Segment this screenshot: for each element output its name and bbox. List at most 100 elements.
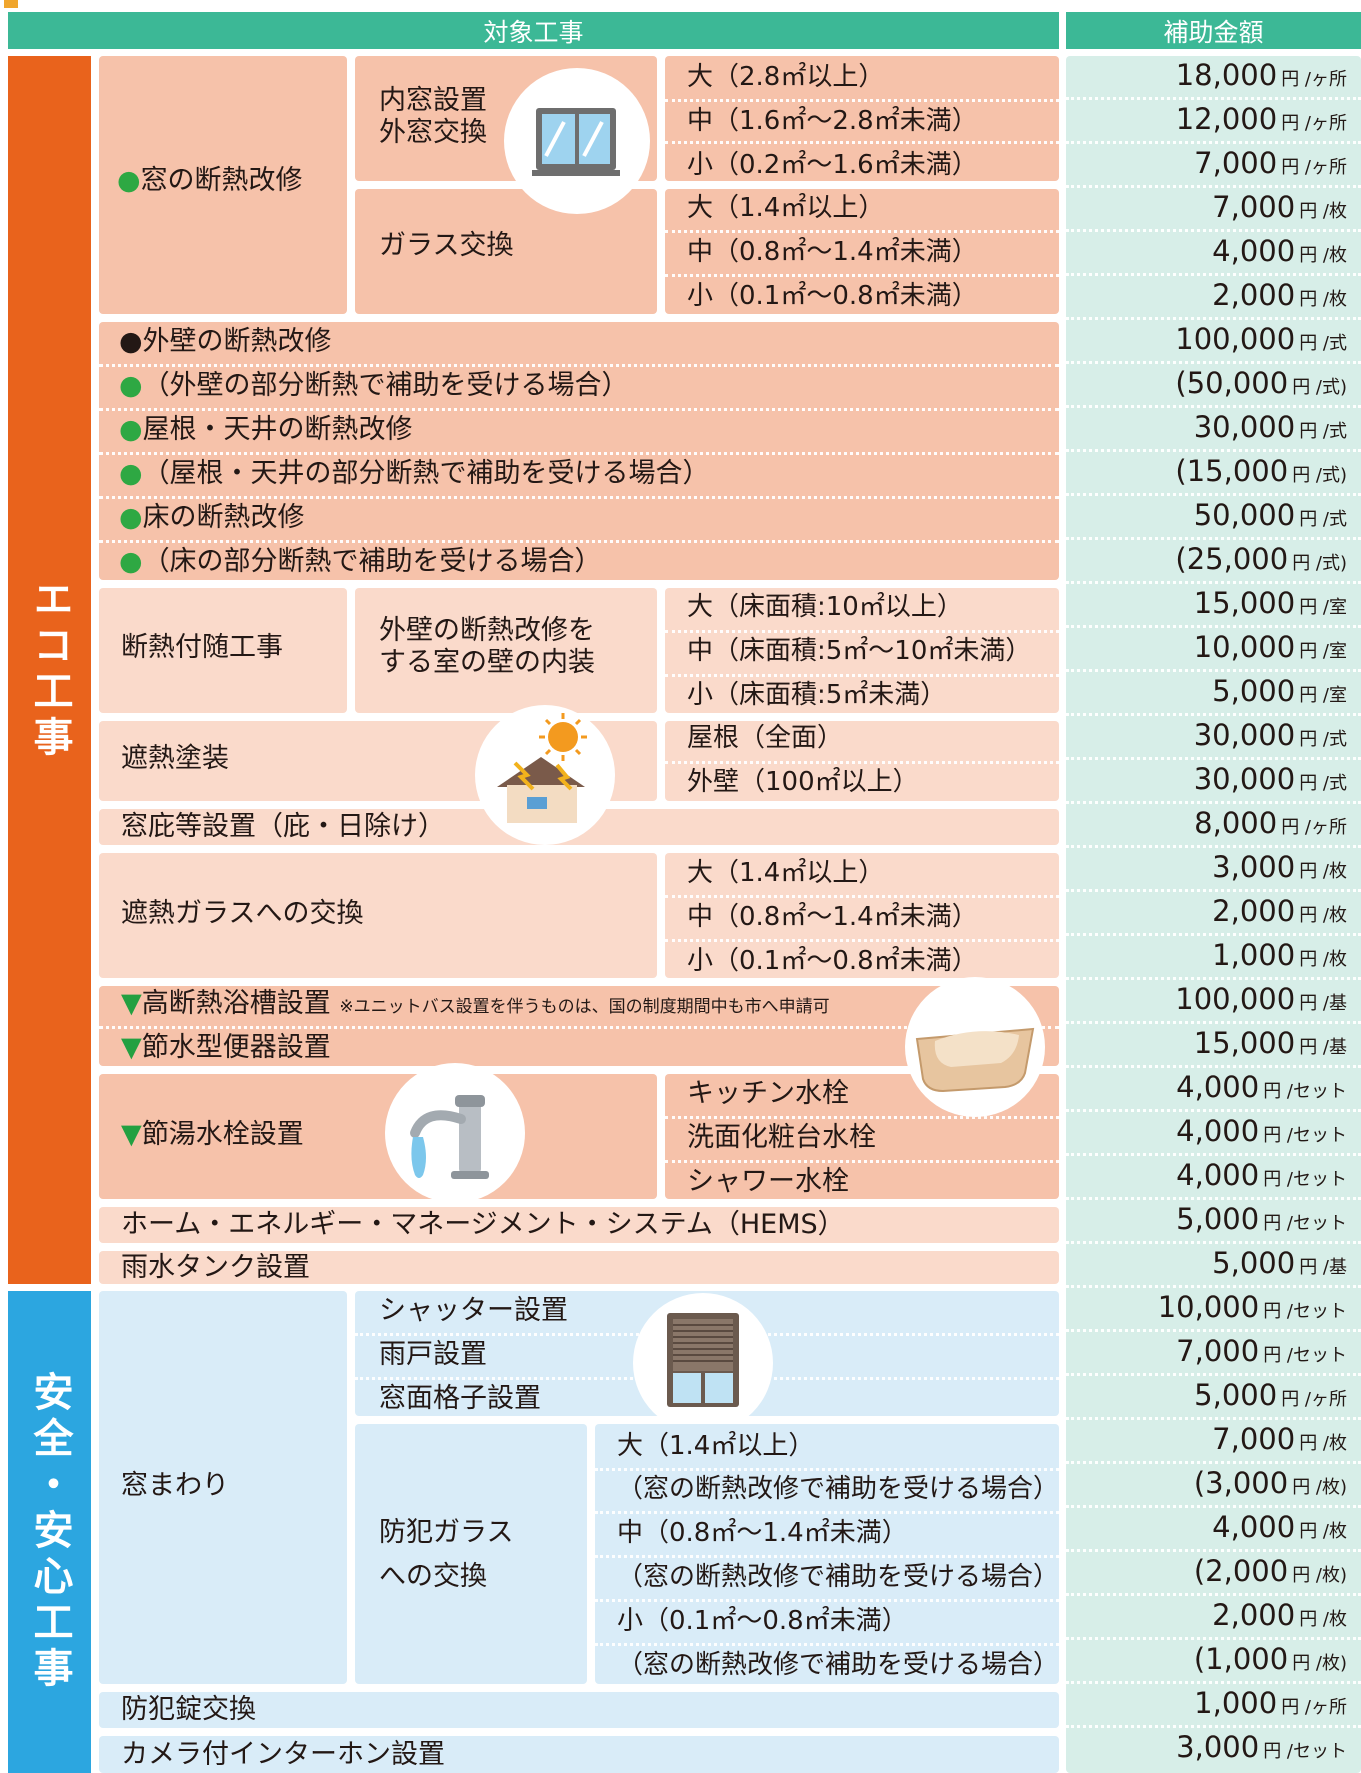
glass-exchange-label: ガラス交換 xyxy=(379,230,514,261)
window-illustration xyxy=(504,68,650,214)
section-marker-icon xyxy=(4,0,18,8)
glass-exchange-cell: ガラス交換 xyxy=(355,189,657,314)
row-separator xyxy=(1066,1505,1361,1508)
row-separator xyxy=(1066,273,1361,276)
row-separator xyxy=(1066,1681,1361,1684)
row-label: 中（1.6㎡〜2.8㎡未満） xyxy=(687,106,978,136)
bathtub-illustration xyxy=(905,977,1045,1117)
row-label: 大（床面積:10㎡以上） xyxy=(687,592,963,622)
row-separator xyxy=(1066,185,1361,188)
rain-tank-cell: 雨水タンク設置 xyxy=(99,1251,1059,1284)
row-separator xyxy=(1066,757,1361,760)
wall-interior-label-1: 外壁の断熱改修を xyxy=(379,615,595,646)
category-safety: 安全・安心工事 xyxy=(8,1291,91,1773)
lock-label: 防犯錠交換 xyxy=(121,1694,256,1725)
row-separator xyxy=(1066,1065,1361,1068)
amado-label: 雨戸設置 xyxy=(379,1339,487,1370)
row-label: シャワー水栓 xyxy=(687,1166,849,1197)
row-label: 大（2.8㎡以上） xyxy=(687,62,885,92)
header-target-works: 対象工事 xyxy=(8,12,1059,49)
row-separator xyxy=(1066,625,1361,628)
heat-paint-detail-cell: 屋根（全面） 外壁（100㎡以上） xyxy=(665,721,1059,801)
faucet-illustration xyxy=(385,1063,525,1203)
crime-glass-cell: 防犯ガラス への交換 xyxy=(355,1424,587,1684)
row-label: 中（0.8㎡〜1.4㎡未満） xyxy=(617,1518,908,1548)
insulation-rows-cell: ●外壁の断熱改修 ●（外壁の部分断熱で補助を受ける場合） ●屋根・天井の断熱改修… xyxy=(99,322,1059,580)
heat-glass-label: 遮熱ガラスへの交換 xyxy=(121,898,364,929)
row-separator xyxy=(1066,1373,1361,1376)
floor-area-cell: 大（床面積:10㎡以上） 中（床面積:5㎡〜10㎡未満） 小（床面積:5㎡未満） xyxy=(665,588,1059,713)
row-separator xyxy=(1066,933,1361,936)
hems-cell: ホーム・エネルギー・マネージメント・システム（HEMS） xyxy=(99,1207,1059,1243)
row-separator xyxy=(1066,1109,1361,1112)
category-eco: エコ工事 xyxy=(8,56,91,1284)
row-separator xyxy=(1066,1593,1361,1596)
house-illustration xyxy=(475,705,615,845)
heat-paint-label: 遮熱塗装 xyxy=(121,743,229,774)
row-separator xyxy=(1066,713,1361,716)
accompanying-works-cell: 断熱付随工事 xyxy=(99,588,347,713)
outer-window-label: 外窓交換 xyxy=(379,117,487,148)
lock-cell: 防犯錠交換 xyxy=(99,1692,1059,1728)
window-area-label: 窓まわり xyxy=(121,1470,229,1501)
row-separator xyxy=(1066,801,1361,804)
crime-glass-size-cell: 大（1.4㎡以上） （窓の断熱改修で補助を受ける場合） 中（0.8㎡〜1.4㎡未… xyxy=(595,1424,1059,1684)
row-label: 中（床面積:5㎡〜10㎡未満） xyxy=(687,636,1032,666)
row-separator xyxy=(1066,1153,1361,1156)
row-label-roof-partial: ●（屋根・天井の部分断熱で補助を受ける場合） xyxy=(119,458,710,489)
row-label: 小（床面積:5㎡未満） xyxy=(687,680,947,710)
row-separator xyxy=(1066,845,1361,848)
window-insulation-label: ●窓の断熱改修 xyxy=(117,165,303,196)
row-label: 洗面化粧台水栓 xyxy=(687,1122,876,1153)
toilet-label: ▼節水型便器設置 xyxy=(121,1032,331,1063)
intercom-cell: カメラ付インターホン設置 xyxy=(99,1736,1059,1773)
top-strip xyxy=(0,0,1361,12)
window-size-cell-1: 大（2.8㎡以上） 中（1.6㎡〜2.8㎡未満） 小（0.2㎡〜1.6㎡未満） xyxy=(665,56,1059,181)
wall-interior-cell: 外壁の断熱改修を する室の壁の内装 xyxy=(355,588,657,713)
row-label: キッチン水栓 xyxy=(687,1078,849,1109)
row-label: 中（0.8㎡〜1.4㎡未満） xyxy=(687,237,978,267)
row-separator xyxy=(1066,229,1361,232)
row-label: （窓の断熱改修で補助を受ける場合） xyxy=(617,1562,1060,1592)
bath-label: ▼高断熱浴槽設置 ※ユニットバス設置を伴うものは、国の制度期間中も市へ申請可 xyxy=(121,988,830,1019)
faucet-label: ▼節湯水栓設置 xyxy=(121,1119,304,1150)
row-separator xyxy=(1066,361,1361,364)
row-separator xyxy=(1066,1241,1361,1244)
row-separator xyxy=(1066,669,1361,672)
sun-house-icon xyxy=(497,713,587,823)
window-area-cell: 窓まわり xyxy=(99,1291,347,1684)
row-separator xyxy=(1066,889,1361,892)
inner-window-label: 内窓設置 xyxy=(379,85,487,116)
row-separator xyxy=(1066,493,1361,496)
accompanying-works-label: 断熱付随工事 xyxy=(121,632,283,663)
heat-glass-size-cell: 大（1.4㎡以上） 中（0.8㎡〜1.4㎡未満） 小（0.1㎡〜0.8㎡未満） xyxy=(665,853,1059,978)
faucet-cell: ▼節湯水栓設置 xyxy=(99,1074,657,1199)
shutter-illustration xyxy=(633,1293,773,1433)
row-separator xyxy=(1066,1197,1361,1200)
